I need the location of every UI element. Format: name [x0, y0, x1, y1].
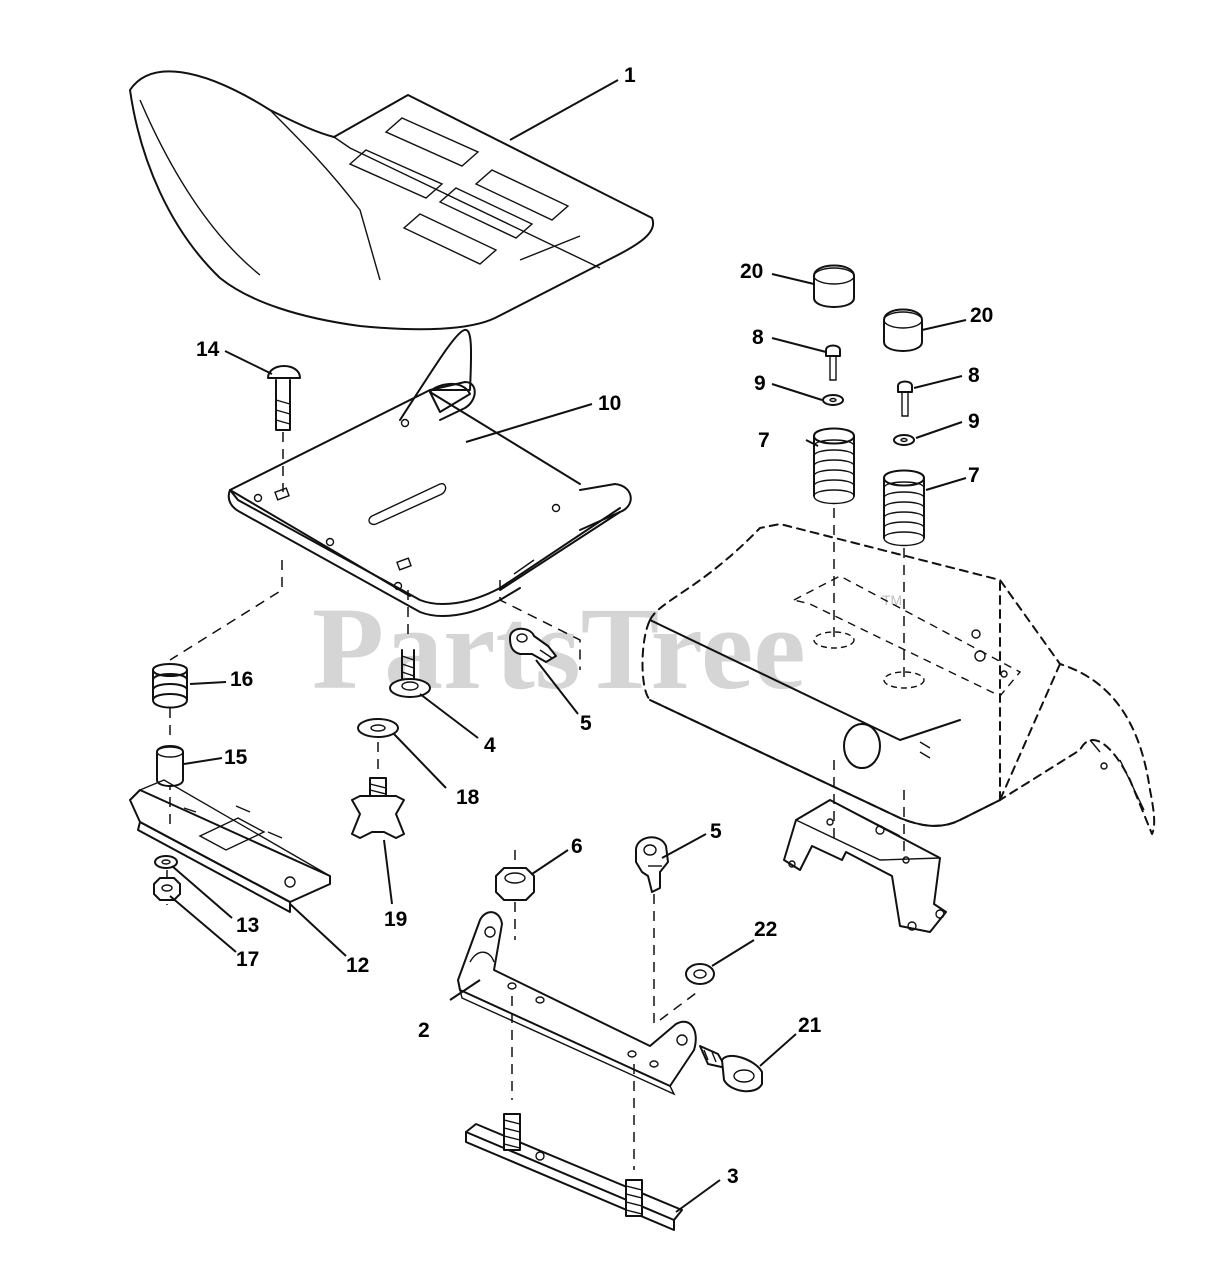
mounting-lines-springs [833, 508, 905, 860]
seat-spring-right[interactable] [883, 469, 925, 547]
mounting-plate[interactable] [465, 1113, 683, 1231]
watermark: PartsTree [312, 583, 806, 714]
callout-14[interactable]: 14 [196, 338, 220, 361]
callout-13[interactable]: 13 [236, 914, 259, 937]
callout-6[interactable]: 6 [571, 835, 583, 858]
callout-21[interactable]: 21 [798, 1014, 822, 1037]
lock-nut[interactable] [495, 850, 535, 940]
fender-frame [641, 523, 1156, 933]
callout-20b[interactable]: 20 [970, 304, 993, 327]
pivot-clip-upper[interactable] [509, 627, 557, 663]
mounting-lines-left [166, 560, 581, 905]
seat-bracket[interactable] [457, 911, 697, 1096]
adjustment-knob[interactable] [351, 777, 405, 839]
washer-small[interactable] [154, 855, 178, 869]
spring-bolt-left[interactable] [825, 344, 841, 381]
callout-17[interactable]: 17 [236, 948, 259, 971]
callout-7a[interactable]: 7 [758, 429, 770, 452]
callout-5a[interactable]: 5 [580, 712, 592, 735]
callout-8a[interactable]: 8 [752, 326, 764, 349]
watermark-trademark: TM [882, 592, 902, 608]
callout-8b[interactable]: 8 [968, 364, 980, 387]
callout-22[interactable]: 22 [754, 918, 777, 941]
flat-washer[interactable] [357, 718, 399, 738]
callout-5b[interactable]: 5 [710, 820, 722, 843]
callout-16[interactable]: 16 [230, 668, 253, 691]
spring-washer-right[interactable] [893, 434, 915, 446]
callout-12[interactable]: 12 [346, 954, 369, 977]
callout-10[interactable]: 10 [598, 392, 621, 415]
shoulder-bolt-large[interactable] [699, 1045, 763, 1093]
callout-4[interactable]: 4 [484, 734, 496, 757]
hex-nut-small[interactable] [153, 877, 181, 901]
spring-cap-left[interactable] [813, 264, 855, 308]
spring-washer-left[interactable] [822, 394, 844, 406]
callout-1[interactable]: 1 [624, 64, 636, 87]
callout-9b[interactable]: 9 [968, 410, 980, 433]
spring-small[interactable] [152, 663, 188, 709]
shoulder-bolt[interactable] [389, 649, 431, 698]
spring-bolt-right[interactable] [897, 380, 913, 417]
callout-7b[interactable]: 7 [968, 464, 980, 487]
carriage-bolt[interactable] [267, 365, 301, 492]
mounting-lines-bracket [511, 996, 635, 1170]
callout-20a[interactable]: 20 [740, 260, 763, 283]
pivot-clip-lower[interactable] [635, 836, 669, 1030]
callout-18[interactable]: 18 [456, 786, 480, 809]
callout-19[interactable]: 19 [384, 908, 407, 931]
spacer-tube[interactable] [156, 745, 184, 787]
leader-lines [169, 79, 967, 1213]
callout-2[interactable]: 2 [418, 1019, 430, 1042]
callout-3[interactable]: 3 [727, 1165, 739, 1188]
seat-pan[interactable] [227, 328, 632, 617]
seat-spring-left[interactable] [813, 427, 855, 505]
seat[interactable] [129, 70, 655, 331]
slide-rail[interactable] [129, 779, 331, 913]
callout-9a[interactable]: 9 [754, 372, 766, 395]
spring-cap-right[interactable] [883, 308, 923, 352]
callout-labels: 1 2 3 4 5 5 6 7 7 8 8 9 9 10 12 13 14 15… [196, 64, 993, 1188]
callout-15[interactable]: 15 [224, 746, 248, 769]
bushing-spacer[interactable] [659, 963, 715, 1021]
